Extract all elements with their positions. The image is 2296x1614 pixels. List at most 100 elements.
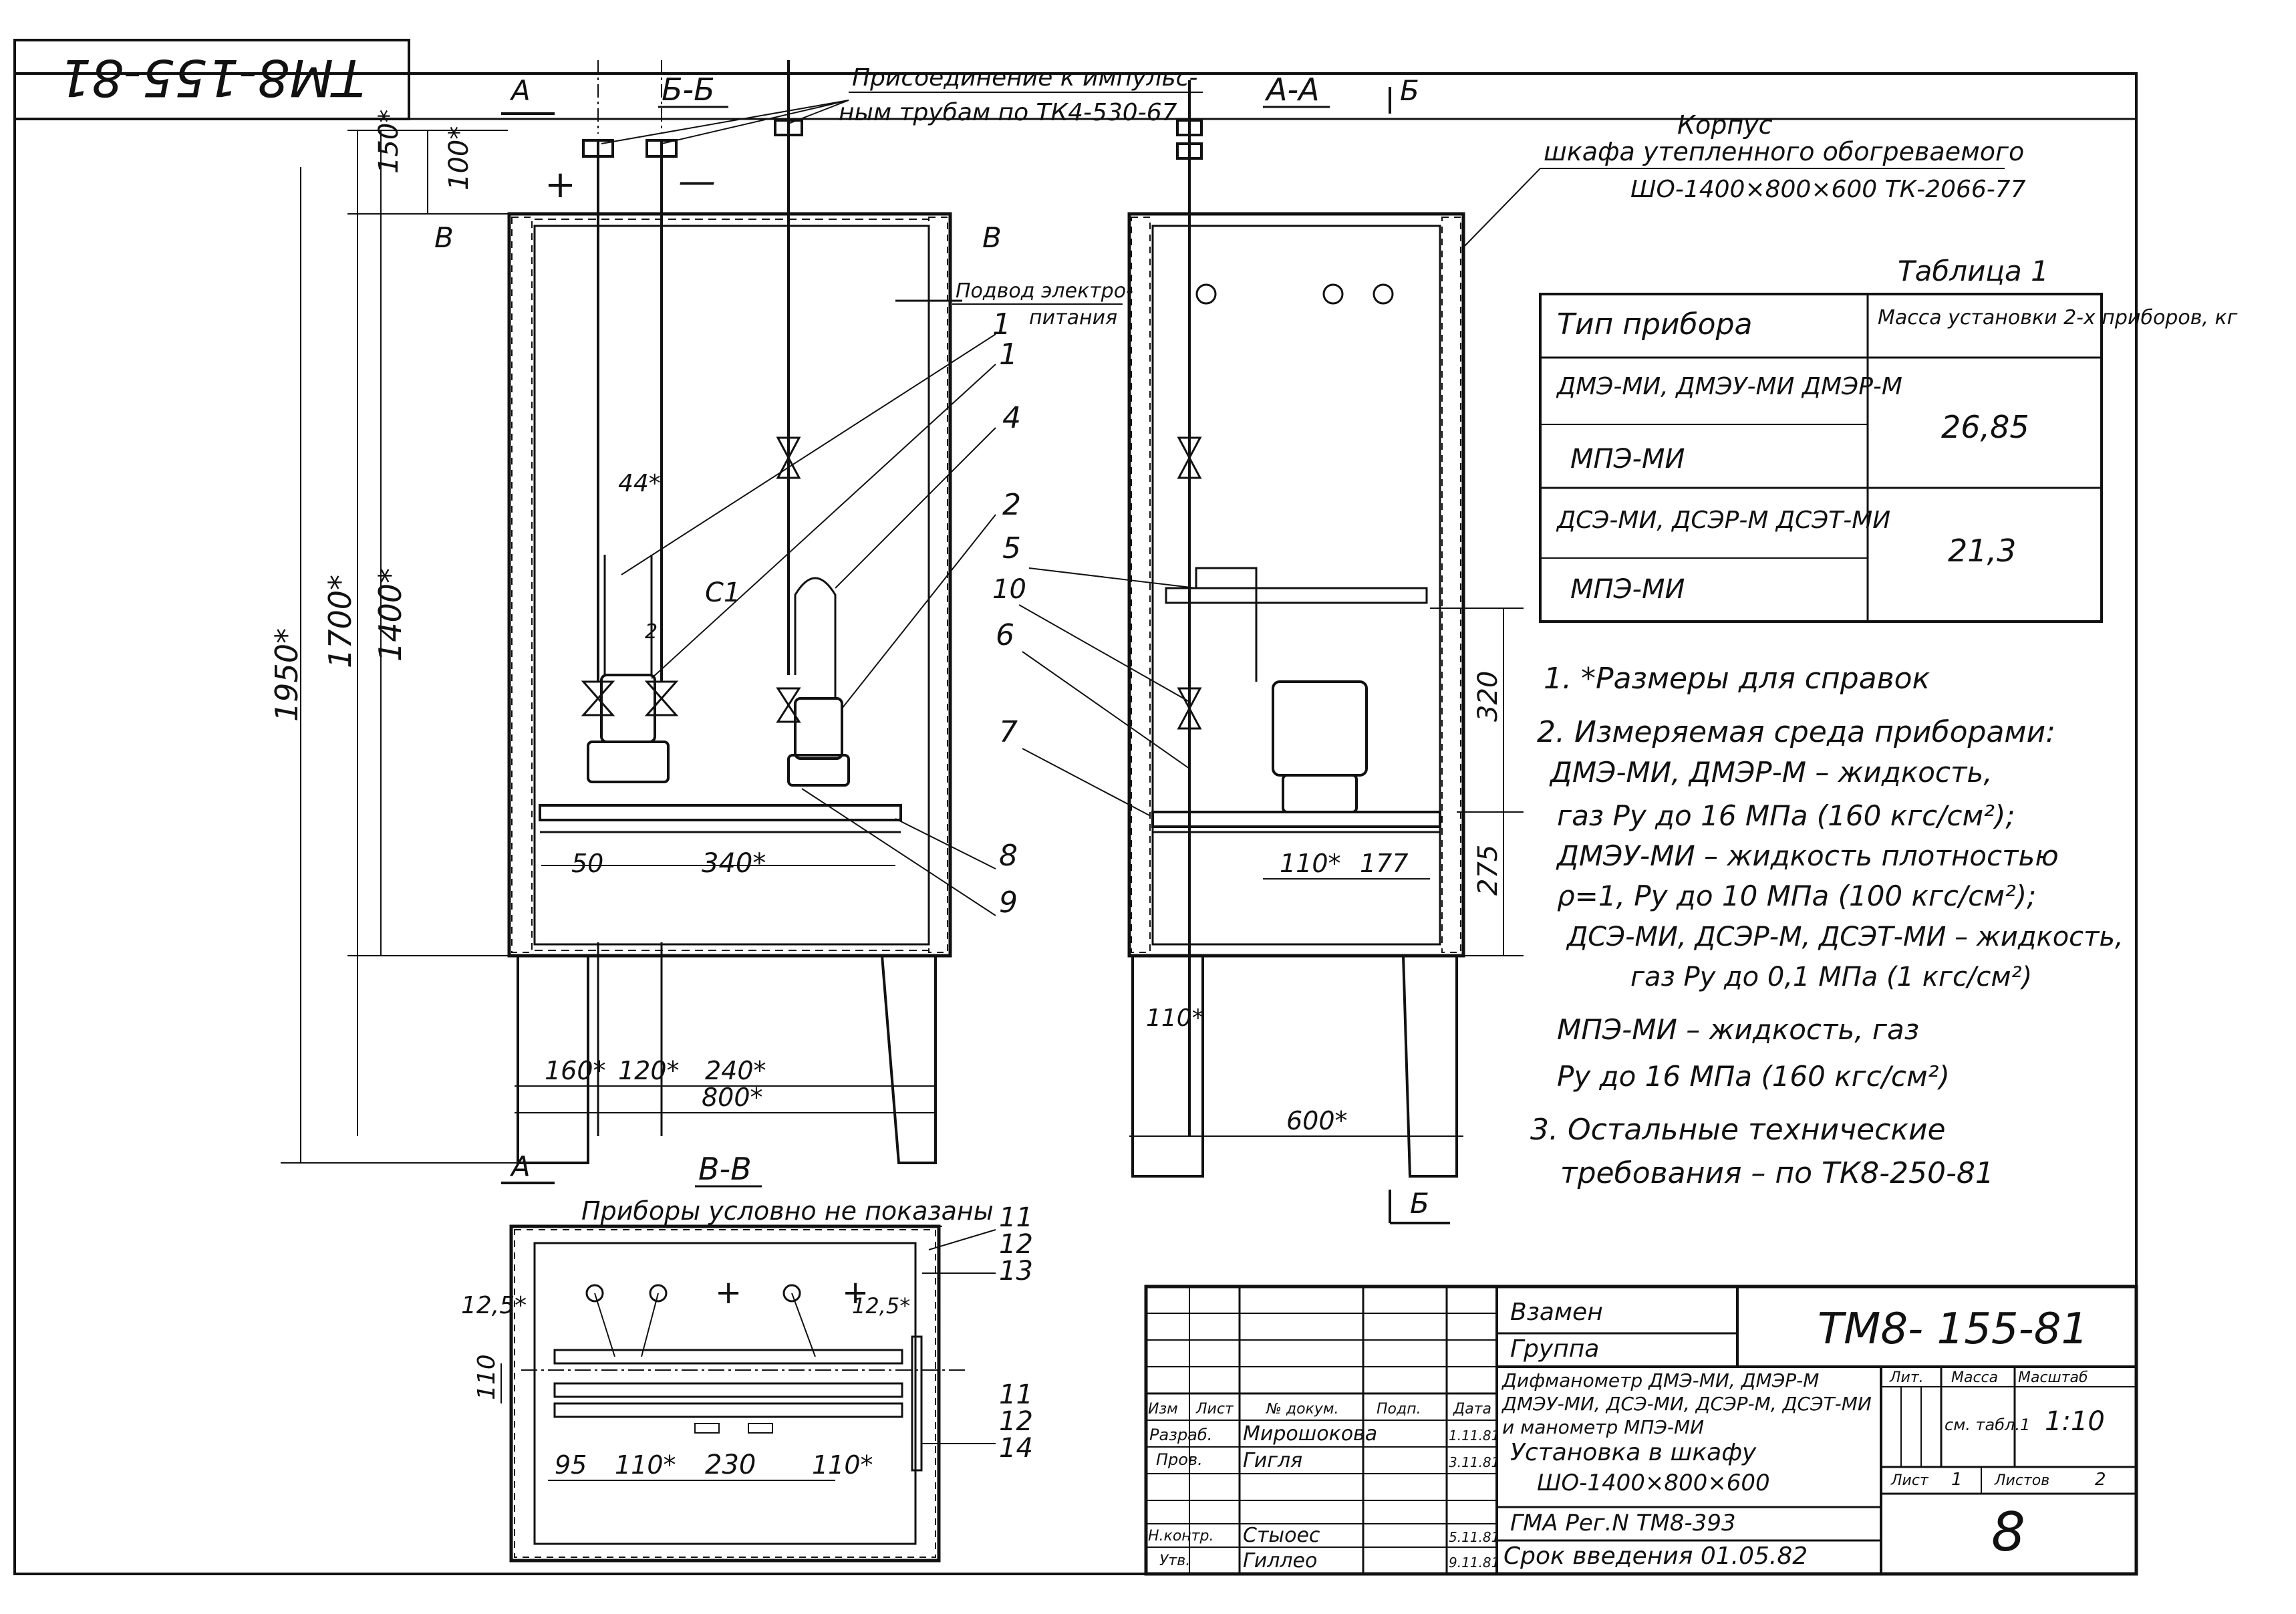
dim-160: 160*	[545, 1056, 606, 1085]
dim-600: 600*	[1286, 1106, 1348, 1135]
cut-label-b-bottom: Б	[1410, 1187, 1429, 1220]
pos-3: 1	[992, 307, 1011, 342]
note-line-12: требования – по ТК8-250-81	[1560, 1156, 1994, 1190]
tb-description-3: и манометр МПЭ-МИ	[1502, 1416, 1704, 1438]
table-row-3-type: ДСЭ-МИ, ДСЭР-М ДСЭТ-МИ	[1556, 507, 1890, 534]
pos-4: 4	[1002, 401, 1021, 435]
stamp-code: ТМ8-155-81	[59, 48, 365, 108]
dim-320: 320	[1473, 671, 1503, 722]
side-nipple-1	[1176, 119, 1203, 136]
table-caption: Таблица 1	[1898, 255, 2049, 287]
title-block: Взамен Группа ТМ8- 155-81 Дифманометр ДМ…	[1144, 1285, 2138, 1576]
pos-13: 13	[999, 1256, 1033, 1287]
tb-razrab-label: Разраб.	[1149, 1426, 1212, 1444]
valve-d	[776, 687, 801, 723]
pos-1: 1	[999, 338, 1018, 372]
dim-44: 44*	[618, 470, 661, 497]
dim-110-vv-b: 110*	[812, 1450, 873, 1480]
vv-inner	[533, 1242, 917, 1545]
cabinet-callout-2: шкафа утепленного обогреваемого	[1544, 137, 2024, 166]
valve-c	[644, 680, 679, 716]
front-insulation-left	[511, 217, 533, 953]
tb-nkontr-name: Стыоес	[1243, 1524, 1320, 1547]
cut-label-a-top: А	[509, 74, 531, 107]
pos-6: 6	[996, 618, 1014, 652]
side-valve-1	[1177, 436, 1202, 479]
dim-12-5-left: 12,5*	[461, 1292, 527, 1319]
tb-description-5: ШО-1400×800×600	[1537, 1470, 1770, 1496]
note-line-6: ρ=1, Ру до 10 МПа (100 кгс/см²);	[1557, 880, 2036, 912]
tb-nkontr-date: 5.11.81	[1449, 1529, 1499, 1545]
tb-prov-date: 3.11.81	[1449, 1454, 1499, 1470]
pos-10: 10	[992, 574, 1026, 605]
tb-sheet-label: Лист	[1890, 1472, 1929, 1489]
devices-not-shown: Приборы условно не показаны	[581, 1196, 994, 1226]
table-row-2-type: МПЭ-МИ	[1570, 444, 1685, 475]
tb-nkontr-label: Н.контр.	[1148, 1528, 1213, 1544]
mounting-plate	[539, 804, 902, 821]
front-view	[507, 60, 962, 1164]
tb-col-date: Дата	[1453, 1401, 1491, 1418]
vv-slot-2	[748, 1423, 773, 1434]
side-instrument	[1272, 680, 1368, 777]
pos-14: 14	[999, 1433, 1033, 1464]
vv-plate	[553, 1402, 903, 1418]
dim-1950: 1950*	[269, 628, 305, 722]
vv-right-bracket	[911, 1335, 923, 1472]
tb-prov-name: Гигля	[1243, 1449, 1302, 1472]
minus-sign: —	[678, 160, 716, 203]
front-insulation-right	[928, 217, 948, 953]
side-leg-right	[1402, 955, 1458, 1178]
table-1: Таблица 1 Тип прибора Масса установки 2-…	[1539, 255, 2238, 623]
vv-slot-1	[694, 1423, 720, 1434]
section-label-vv: В-В	[698, 1151, 752, 1187]
side-pipe-loop	[1195, 567, 1258, 682]
tb-description-1: Дифманометр ДМЭ-МИ, ДМЭР-М	[1501, 1369, 1819, 1391]
side-fitting-2	[1322, 283, 1344, 305]
c1-label: С1	[705, 577, 740, 608]
note-line-1: 1. *Размеры для справок	[1544, 662, 1930, 696]
tb-effective: Срок введения 01.05.82	[1503, 1542, 1808, 1570]
tb-description-4: Установка в шкафу	[1510, 1439, 1757, 1466]
section-label-bb: Б-Б	[662, 72, 715, 108]
table-row-1-type: ДМЭ-МИ, ДМЭУ-МИ ДМЭР-М	[1556, 373, 1902, 400]
instrument-mp	[794, 697, 843, 760]
side-mounting-plate	[1151, 811, 1441, 828]
pipe-loop-left	[603, 555, 653, 675]
side-leg-left	[1131, 956, 1204, 1178]
notes: 1. *Размеры для справок 2. Измеряемая ср…	[1530, 662, 2124, 1190]
vv-outer	[509, 1224, 941, 1563]
vv-fitting-1	[585, 1284, 604, 1303]
side-nipple-2	[1176, 142, 1203, 160]
dim-275: 275	[1473, 845, 1503, 896]
dim-240: 240*	[705, 1056, 766, 1085]
dim-110-vv: 110	[473, 1354, 500, 1400]
side-insulation-right	[1441, 217, 1461, 953]
side-fitting-1	[1195, 283, 1217, 305]
note-line-8: газ Ру до 0,1 МПа (1 кгс/см²)	[1630, 962, 2032, 992]
side-bracket	[1165, 587, 1428, 604]
side-cabinet-outer	[1127, 212, 1465, 958]
dim-110-side: 110*	[1280, 849, 1341, 878]
dim-12-5-right: 12,5*	[852, 1293, 910, 1319]
tb-scale-label: Масштаб	[2018, 1369, 2088, 1386]
table-header-type: Тип прибора	[1557, 307, 1752, 342]
note-line-11: 3. Остальные технические	[1530, 1113, 1946, 1147]
tb-prov-label: Пров.	[1156, 1450, 1203, 1469]
impulse-callout-1: Присоединение к импульс-	[852, 64, 1197, 92]
tb-col-izm: Изм	[1148, 1401, 1178, 1418]
front-leg-left	[517, 956, 589, 1164]
table-row-3-mass: 21,3	[1948, 533, 2016, 569]
note-line-7: ДСЭ-МИ, ДСЭР-М, ДСЭТ-МИ – жидкость,	[1566, 922, 2124, 952]
dim-340: 340*	[702, 848, 766, 879]
table-header-mass: Масса установки 2-х приборов, кг	[1878, 306, 2238, 329]
cut-label-v-left: В	[434, 221, 454, 254]
tb-utv-label: Утв.	[1159, 1553, 1190, 1569]
nipple-plus	[582, 139, 614, 158]
tb-mass-value: см. табл.1	[1945, 1416, 2030, 1434]
vv-plus-2: +	[842, 1274, 869, 1311]
dim-177: 177	[1360, 849, 1409, 878]
nipple-minus	[645, 139, 678, 158]
tb-registry: ГМА Рег.N ТМ8-393	[1510, 1510, 1736, 1536]
